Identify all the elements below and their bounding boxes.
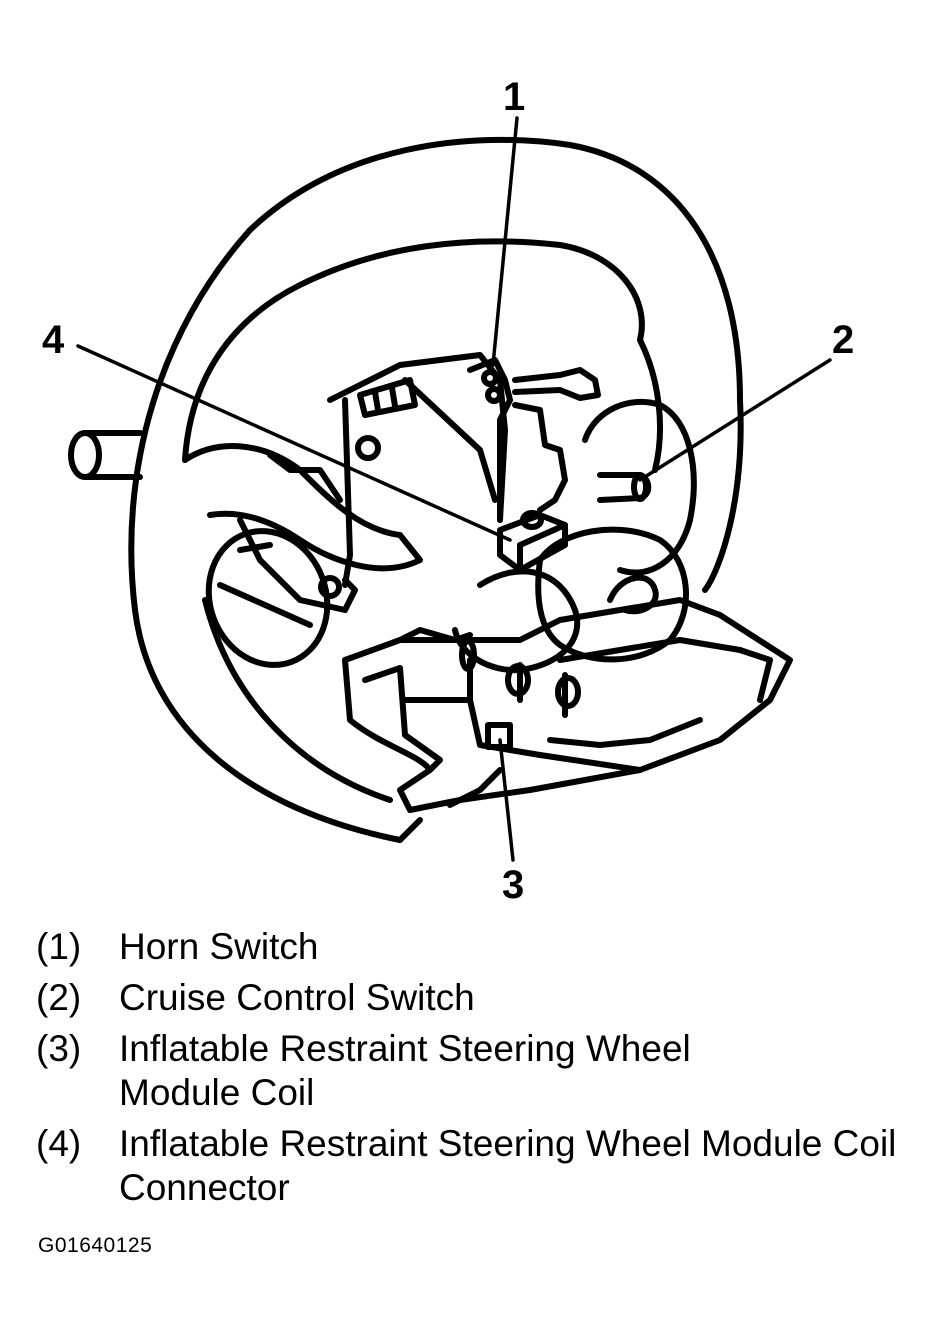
legend-number: (2) (36, 977, 82, 1018)
leader-line-2 (638, 358, 832, 482)
legend-item-1: (1) Horn Switch (36, 925, 916, 969)
center-hub-frame (327, 352, 508, 523)
leader-line-1 (491, 116, 519, 367)
horn-switch (467, 357, 601, 523)
steering-shaft-stub (68, 430, 143, 480)
callout-3: 3 (502, 863, 524, 907)
callout-4: 4 (42, 318, 65, 362)
wheel-rim-inner-lower (202, 597, 393, 803)
legend-number: (4) (36, 1123, 82, 1164)
coil-connector (497, 510, 568, 573)
coil-dome (452, 526, 689, 674)
left-spoke (182, 443, 423, 572)
legend-text: Horn Switch (119, 926, 319, 967)
wheel-rim-inner (182, 238, 645, 463)
legend-item-4: (4) Inflatable Restraint Steering Wheel … (36, 1122, 916, 1210)
cruise-control-switch (582, 398, 697, 576)
legend-text: Inflatable Restraint Steering Wheel Modu… (119, 1028, 691, 1113)
legend-item-2: (2) Cruise Control Switch (36, 976, 916, 1020)
left-pad (205, 528, 331, 668)
callout-2: 2 (832, 318, 854, 362)
callout-1: 1 (503, 75, 525, 119)
figure-id: G01640125 (38, 1234, 153, 1257)
legend-number: (3) (36, 1028, 82, 1069)
leader-line-4 (76, 344, 512, 542)
wheel-rim-outer (128, 136, 744, 843)
legend-text: Inflatable Restraint Steering Wheel Modu… (119, 1123, 897, 1208)
steering-wheel-diagram: 1 2 3 4 (42, 75, 854, 907)
legend: (1) Horn Switch (2) Cruise Control Switc… (36, 925, 916, 1217)
legend-number: (1) (36, 926, 82, 967)
legend-text: Cruise Control Switch (119, 977, 475, 1018)
coil-base-housing (342, 597, 793, 813)
legend-item-3: (3) Inflatable Restraint Steering Wheel … (36, 1027, 916, 1115)
leader-line-3 (498, 738, 515, 862)
